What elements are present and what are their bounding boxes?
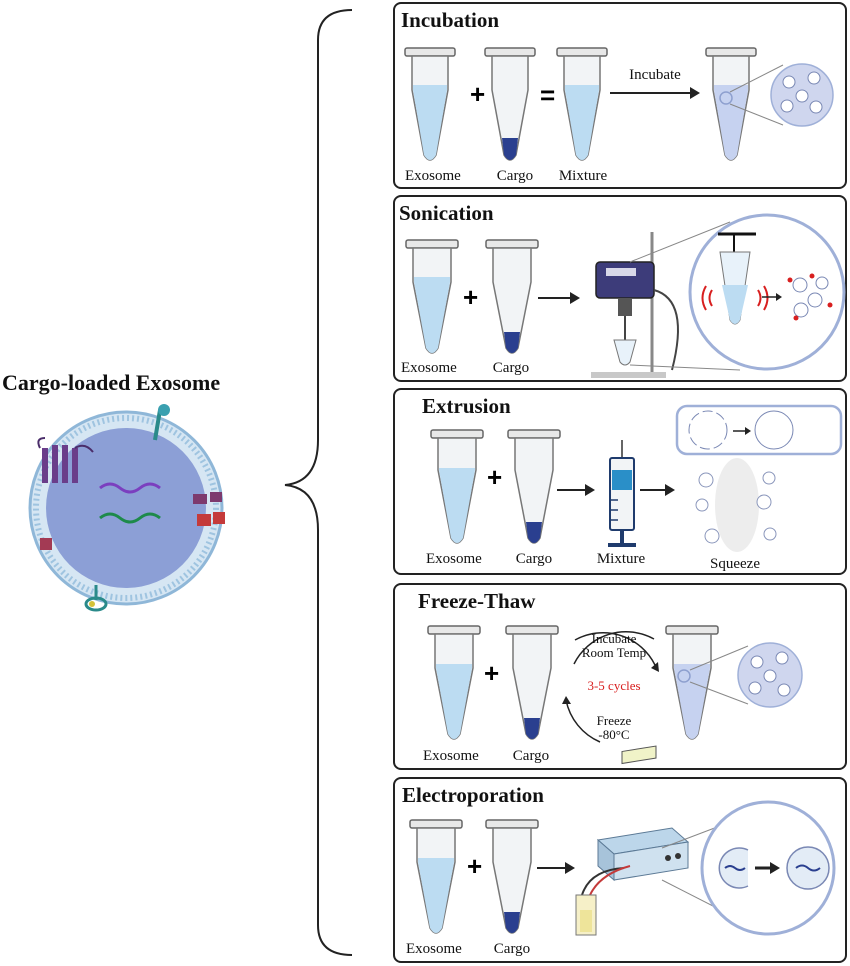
incubation-title: Incubation xyxy=(401,8,500,32)
cycle-bottom-line2: -80°C xyxy=(598,727,630,742)
electroporation-zoom xyxy=(718,846,830,890)
cycles-count: 3-5 cycles xyxy=(587,678,641,693)
electroporation-exosome-label: Exosome xyxy=(406,941,462,957)
incubation-exosome-label: Exosome xyxy=(405,168,461,184)
svg-text:+: + xyxy=(487,462,502,492)
incubate-arrow-label: Incubate xyxy=(629,67,681,83)
svg-text:+: + xyxy=(470,79,485,109)
sonication-cargo-label: Cargo xyxy=(492,360,530,376)
extrusion-exosome-label: Exosome xyxy=(426,551,482,567)
incubation-mixture-label: Mixture xyxy=(558,168,608,184)
tube-exosome-1 xyxy=(404,47,456,161)
sonication-title: Sonication xyxy=(399,201,494,225)
tube-cargo-3 xyxy=(507,429,561,544)
cycle-top-line2: Room Temp xyxy=(581,645,647,660)
extrusion-title: Extrusion xyxy=(422,394,511,418)
tube-mixture-1 xyxy=(556,47,608,161)
tube-cargo-4 xyxy=(505,625,559,740)
sonicator-device xyxy=(591,232,679,378)
tube-exosome-3 xyxy=(430,429,484,544)
svg-text:=: = xyxy=(540,80,555,110)
cycle-bottom-line1: Freeze xyxy=(596,713,632,728)
tube-cargo-2 xyxy=(485,239,539,354)
extrusion-cargo-label: Cargo xyxy=(515,551,553,567)
freeze-thaw-cargo-label: Cargo xyxy=(512,748,550,764)
electroporation-cargo-label: Cargo xyxy=(493,941,531,957)
svg-text:+: + xyxy=(484,658,499,688)
electroporation-title: Electroporation xyxy=(402,783,544,807)
cycle-top-line1: Incubate xyxy=(591,631,637,646)
sonication-zoom xyxy=(701,232,833,325)
extrusion-squeeze-label: Squeeze xyxy=(710,556,760,572)
syringe xyxy=(608,440,636,547)
tube-exosome-2 xyxy=(405,239,459,354)
svg-text:+: + xyxy=(467,851,482,881)
electroporator-device xyxy=(575,745,690,936)
tube-incubated-1 xyxy=(705,47,757,161)
tube-cargo-1 xyxy=(484,47,536,161)
tube-exosome-4 xyxy=(427,625,481,740)
freeze-thaw-exosome-label: Exosome xyxy=(423,748,479,764)
sonication-exosome-label: Exosome xyxy=(401,360,457,376)
incubation-cargo-label: Cargo xyxy=(496,168,534,184)
extrusion-mixture-label: Mixture xyxy=(596,551,646,567)
tube-incubated-4 xyxy=(665,625,719,740)
main-title: Cargo-loaded Exosome xyxy=(2,370,221,395)
svg-text:+: + xyxy=(463,282,478,312)
tube-cargo-5 xyxy=(485,819,539,934)
tube-exosome-5 xyxy=(409,819,463,934)
freeze-thaw-title: Freeze-Thaw xyxy=(418,589,536,613)
